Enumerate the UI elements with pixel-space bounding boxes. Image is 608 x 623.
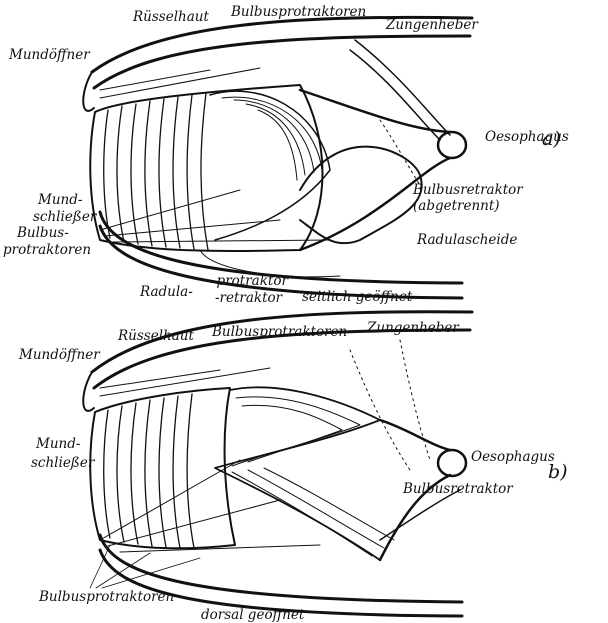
label-oesophagus-b: Oesophagus — [471, 449, 555, 465]
panel-a-labels: Rüsselhaut Bulbusprotraktoren Zungenhebe… — [3, 4, 569, 306]
label-abgetrennt-a: (abgetrennt) — [413, 198, 500, 214]
label-mund-b: Mund- — [35, 436, 81, 452]
label-radulascheide-a: Radulascheide — [416, 232, 517, 248]
label-bulbus-a: Bulbus- — [16, 225, 69, 241]
label-protraktoren-a: protraktoren — [3, 242, 91, 258]
caption-a: seitlich geöffnet — [302, 289, 413, 305]
label-mundoeffner-b: Mundöffner — [18, 347, 101, 363]
label-mund-a: Mund- — [37, 192, 83, 208]
panel-a-drawing — [83, 17, 472, 298]
panel-letter-a: a) — [542, 128, 561, 150]
label-ruesselhaut-b: Rüsselhaut — [117, 328, 194, 344]
label-bulbusretraktor-b: Bulbusretraktor — [402, 481, 514, 497]
panel-a: Rüsselhaut Bulbusprotraktoren Zungenhebe… — [3, 4, 569, 306]
panel-b: Rüsselhaut Bulbusprotraktoren Zungenhebe… — [18, 312, 568, 623]
panel-letter-b: b) — [548, 461, 568, 483]
label-retraktor-a: -retraktor — [215, 290, 284, 306]
label-bulbusprotraktoren-b-bottom: Bulbusprotraktoren — [38, 589, 174, 605]
label-bulbusprotraktoren-b-top: Bulbusprotraktoren — [211, 324, 347, 340]
label-protraktor-a: -protraktor — [212, 273, 289, 289]
label-zungenheber-b: Zungenheber — [366, 320, 460, 336]
label-ruesselhaut-a: Rüsselhaut — [132, 9, 209, 25]
label-schliesser-a: schließer — [33, 209, 98, 225]
label-mundoeffner-a: Mundöffner — [8, 47, 91, 63]
label-schliesser-b: schließer — [31, 455, 96, 471]
label-bulbusretraktor-a: Bulbusretraktor — [412, 182, 524, 198]
caption-b: dorsal geöffnet — [201, 607, 305, 623]
label-radula-a: Radula- — [139, 284, 193, 300]
label-zungenheber-a: Zungenheber — [385, 17, 479, 33]
panel-b-drawing — [83, 312, 472, 616]
label-bulbusprotraktoren-a: Bulbusprotraktoren — [230, 4, 366, 20]
